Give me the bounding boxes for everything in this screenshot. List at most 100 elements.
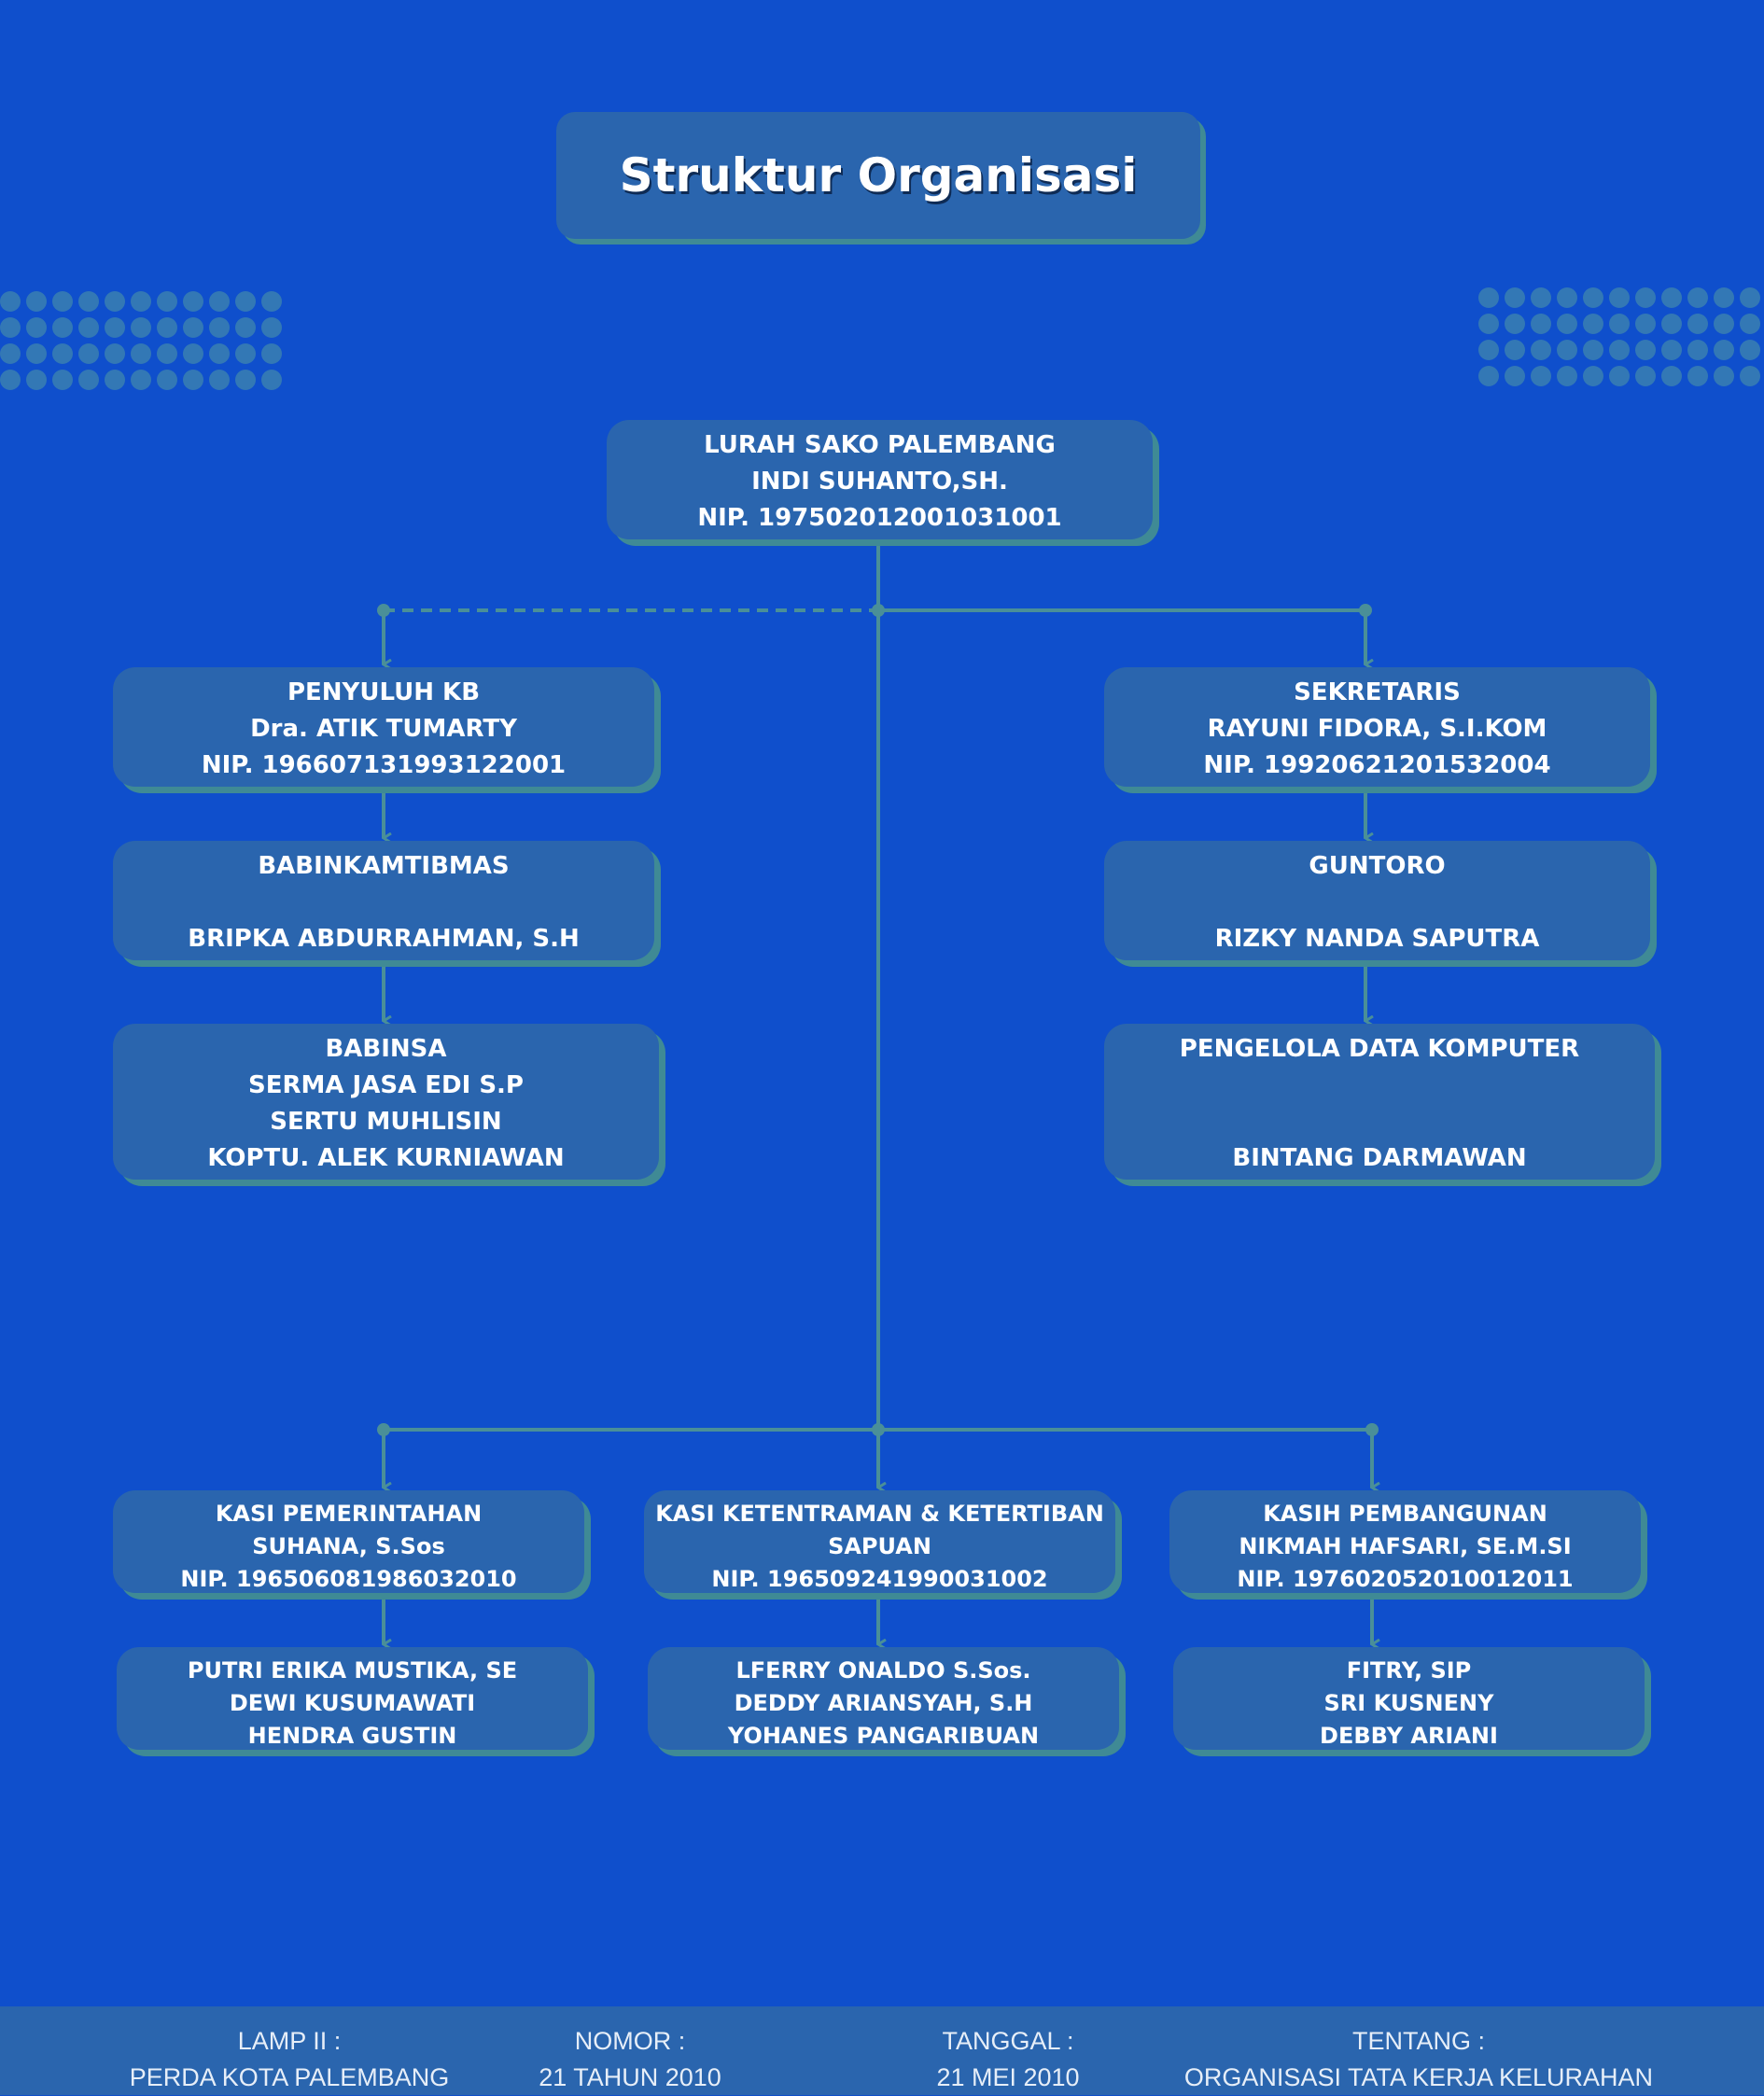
node-person: SERTU MUHLISIN (270, 1108, 502, 1136)
node-person: DEDDY ARIANSYAH, S.H (734, 1690, 1033, 1716)
decorative-dot (1557, 287, 1577, 308)
node-person: BINTANG DARMAWAN (1232, 1144, 1527, 1172)
node-person: LFERRY ONALDO S.Sos. (735, 1657, 1031, 1684)
decorative-dot (1557, 314, 1577, 334)
decorative-dot (235, 343, 256, 364)
decorative-dot (1557, 366, 1577, 386)
decorative-dot (105, 343, 125, 364)
decorative-dot (1531, 287, 1551, 308)
decorative-dot (52, 343, 73, 364)
decorative-dot (1478, 340, 1499, 360)
node-role: KASI PEMERINTAHAN (215, 1501, 483, 1527)
node-role: LURAH SAKO PALEMBANG (704, 431, 1056, 459)
decorative-dot (1609, 366, 1630, 386)
decorative-dot (261, 291, 282, 312)
decorative-dot (235, 370, 256, 390)
junction-dot (377, 604, 390, 617)
node-penyuluh-kb: PENYULUH KB Dra. ATIK TUMARTY NIP. 19660… (113, 667, 654, 787)
footer-tentang: TENTANG : ORGANISASI TATA KERJA KELURAHA… (1171, 2023, 1666, 2096)
decorative-dot (1609, 314, 1630, 334)
decorative-dot (131, 343, 151, 364)
decorative-dot (0, 343, 21, 364)
decorative-dot (105, 317, 125, 338)
decorative-dot (157, 317, 177, 338)
decorative-dot (1635, 287, 1656, 308)
decorative-dot (1740, 314, 1760, 334)
node-lurah: LURAH SAKO PALEMBANG INDI SUHANTO,SH. NI… (607, 420, 1153, 539)
decorative-dot (0, 291, 21, 312)
decorative-dot (78, 317, 99, 338)
decorative-dot (1478, 314, 1499, 334)
footer-value: ORGANISASI TATA KERJA KELURAHAN (1183, 2063, 1654, 2091)
junction-dot (872, 604, 885, 617)
decorative-dot (261, 343, 282, 364)
node-person: RIZKY NANDA SAPUTRA (1214, 925, 1540, 953)
decorative-dot (1714, 314, 1734, 334)
node-role: PENGELOLA DATA KOMPUTER (1179, 1035, 1580, 1063)
decorative-dot (1740, 340, 1760, 360)
page-title: Struktur Organisasi (619, 148, 1138, 203)
node-nip: NIP. 196607131993122001 (201, 751, 567, 779)
footer-label: TANGGAL : (942, 2027, 1074, 2055)
node-person: SRI KUSNENY (1323, 1690, 1494, 1716)
node-guntoro: GUNTORO RIZKY NANDA SAPUTRA (1104, 841, 1650, 960)
node-person: DEWI KUSUMAWATI (229, 1690, 476, 1716)
node-babinsa: BABINSA SERMA JASA EDI S.P SERTU MUHLISI… (113, 1024, 659, 1180)
decorative-dot (209, 370, 230, 390)
decorative-dot (183, 291, 203, 312)
decorative-dot (261, 370, 282, 390)
title-box: Struktur Organisasi (556, 112, 1200, 239)
node-role: BABINSA (325, 1035, 447, 1063)
decorative-dot (1740, 366, 1760, 386)
node-person: DEBBY ARIANI (1320, 1723, 1498, 1749)
node-person: GUNTORO (1309, 852, 1446, 880)
node-role: SEKRETARIS (1294, 678, 1461, 706)
node-person: RAYUNI FIDORA, S.I.KOM (1207, 715, 1547, 743)
decorative-dot (183, 317, 203, 338)
footer-label: NOMOR : (574, 2027, 686, 2055)
node-person: HENDRA GUSTIN (247, 1723, 457, 1749)
decorative-dot (1609, 287, 1630, 308)
decorative-dot (1661, 366, 1682, 386)
node-nip: NIP. 197602052010012011 (1237, 1566, 1574, 1592)
node-person: SAPUAN (828, 1533, 931, 1559)
footer-tanggal: TANGGAL : 21 MEI 2010 (873, 2023, 1143, 2096)
junction-dot (1359, 604, 1372, 617)
footer-lamp: LAMP II : PERDA KOTA PALEMBANG (103, 2023, 476, 2096)
decorative-dot (1478, 287, 1499, 308)
decorative-dot (183, 370, 203, 390)
decorative-dot (1687, 314, 1708, 334)
footer-value: 21 TAHUN 2010 (539, 2063, 721, 2091)
decorative-dot (0, 317, 21, 338)
decorative-dot (26, 370, 47, 390)
decorative-dot (1687, 340, 1708, 360)
node-staff-ketentraman: LFERRY ONALDO S.Sos. DEDDY ARIANSYAH, S.… (648, 1647, 1119, 1750)
footer-label: TENTANG : (1351, 2027, 1485, 2055)
node-person: SERMA JASA EDI S.P (248, 1071, 524, 1099)
decorative-dot (1635, 340, 1656, 360)
node-staff-pembangunan: FITRY, SIP SRI KUSNENY DEBBY ARIANI (1173, 1647, 1645, 1750)
node-person: PUTRI ERIKA MUSTIKA, SE (187, 1657, 518, 1684)
decorative-dot (235, 317, 256, 338)
node-person: FITRY, SIP (1346, 1657, 1472, 1684)
decorative-dot (1687, 366, 1708, 386)
decorative-dot (235, 291, 256, 312)
decorative-dot (78, 370, 99, 390)
decorative-dot (1635, 366, 1656, 386)
decorative-dot (1531, 366, 1551, 386)
decorative-dot (52, 317, 73, 338)
decorative-dot (52, 291, 73, 312)
node-person: NIKMAH HAFSARI, SE.M.SI (1239, 1533, 1572, 1559)
node-nip: NIP. 196509241990031002 (711, 1566, 1048, 1592)
decorative-dot (209, 317, 230, 338)
footer-value: PERDA KOTA PALEMBANG (129, 2063, 450, 2091)
footer-label: LAMP II : (237, 2027, 342, 2055)
decorative-dots-right (1478, 287, 1760, 386)
decorative-dot (209, 343, 230, 364)
decorative-dot (26, 343, 47, 364)
decorative-dot (52, 370, 73, 390)
decorative-dot (1661, 340, 1682, 360)
decorative-dot (1505, 340, 1525, 360)
decorative-dot (1583, 314, 1603, 334)
